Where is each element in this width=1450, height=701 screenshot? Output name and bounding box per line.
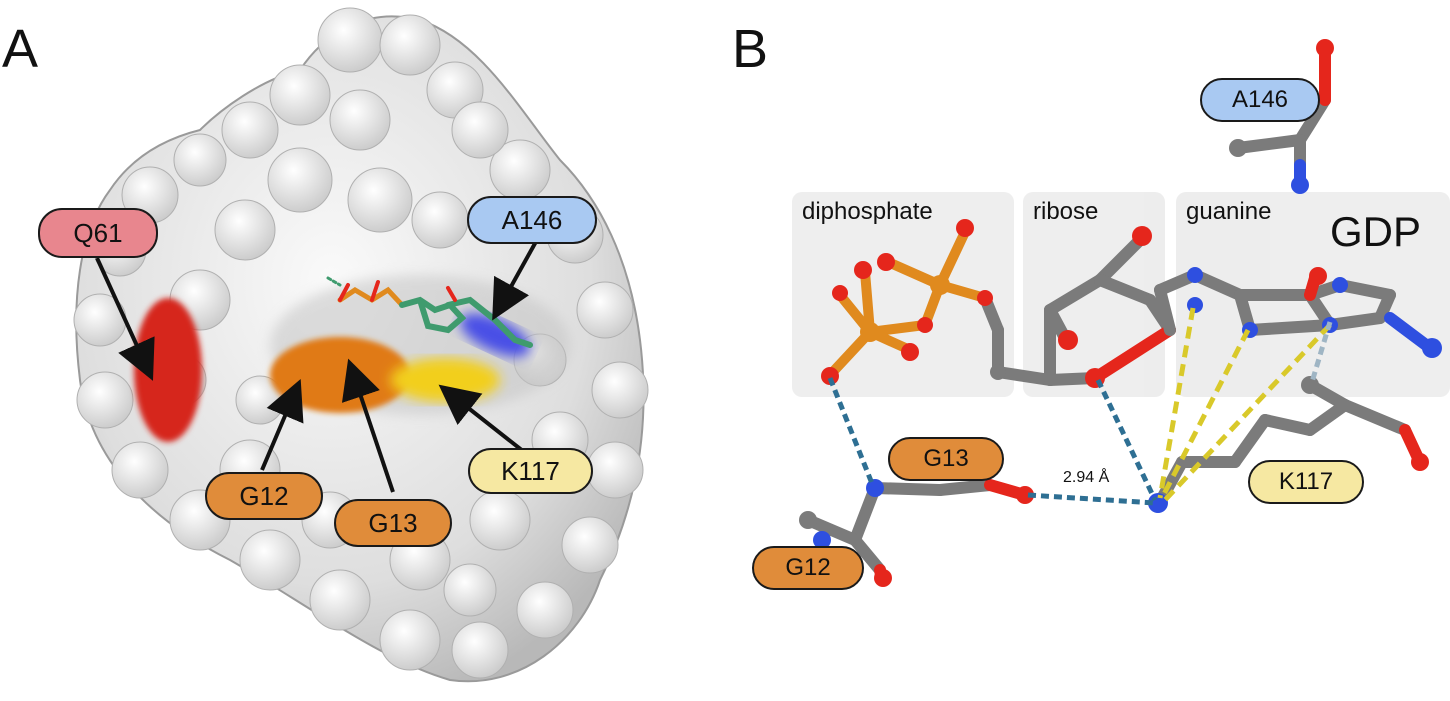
arrows-a [95,237,540,493]
label-g13-b: G13 [888,437,1004,481]
bonds [802,44,1436,586]
interaction-lines [827,307,1333,506]
label-g13-a: G13 [334,499,452,547]
panel-b-letter: B [732,19,769,79]
label-g12-b: G12 [752,546,864,590]
group-diphosphate-title: diphosphate [802,198,933,225]
distance-label: 2.94 Å [1063,469,1110,486]
group-guanine-title: guanine [1186,198,1272,225]
panel-a-letter: A [2,19,39,79]
label-a146-b: A146 [1200,78,1320,122]
q61-patch [134,298,202,442]
g13-arrow [341,358,395,493]
a146-patch [459,313,531,357]
label-q61: Q61 [38,208,158,258]
hbond-ribose-k117 [1095,378,1158,502]
k117-patch [390,358,500,402]
q61-arrow [95,257,155,381]
ligand-name: GDP [1330,208,1422,255]
g12-arrow [260,378,304,471]
a146-arrow [492,237,540,321]
k117-arrow [438,384,530,457]
label-g12-a: G12 [205,472,323,520]
hbond-diphosphate-g12 [827,377,876,487]
label-k117-b: K117 [1248,460,1364,504]
atoms [799,39,1442,587]
group-ribose-title: ribose [1033,198,1099,225]
label-k117-a: K117 [468,448,593,494]
label-a146-a: A146 [467,196,597,244]
hbond-g13-k117 [1027,492,1156,506]
